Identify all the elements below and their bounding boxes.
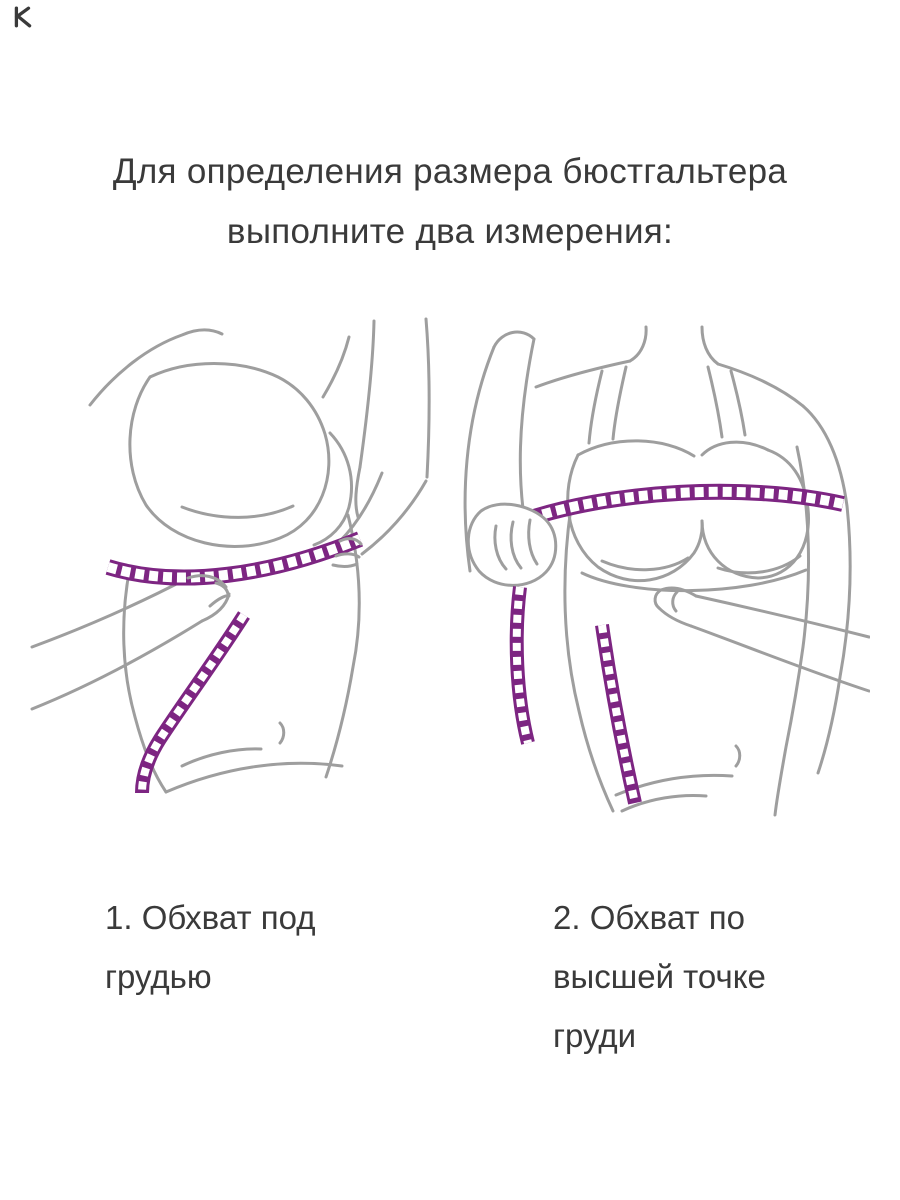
title-line-1: Для определения размера бюстгальтера bbox=[112, 152, 788, 191]
measuring-tape-underbust bbox=[105, 531, 364, 794]
measuring-tape-loose-ends bbox=[509, 586, 642, 805]
navel bbox=[734, 744, 742, 768]
corner-watermark bbox=[12, 6, 34, 28]
page-title: Для определения размера бюстгальтера вып… bbox=[0, 142, 900, 262]
underbust-drawing bbox=[30, 317, 431, 794]
hands bbox=[653, 586, 698, 628]
overbust-drawing bbox=[463, 325, 871, 817]
measuring-tape-overbust bbox=[513, 483, 845, 531]
caption-underbust: 1. Обхват под грудью bbox=[105, 899, 316, 995]
hands bbox=[186, 537, 363, 623]
caption-overbust: 2. Обхват по высшей точке груди bbox=[553, 899, 766, 1054]
navel bbox=[278, 721, 286, 745]
overbust-illustration bbox=[450, 325, 871, 825]
title-line-2: выполните два измерения: bbox=[226, 212, 674, 251]
underbust-illustration bbox=[30, 315, 440, 815]
corner-mark-icon bbox=[14, 6, 32, 28]
fist-holding-tape bbox=[466, 502, 558, 587]
torso-outline bbox=[30, 317, 431, 794]
